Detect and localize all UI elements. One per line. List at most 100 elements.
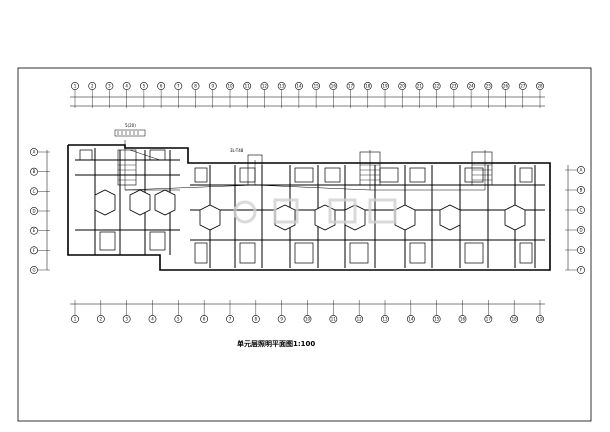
axis-left-bubble (30, 226, 38, 235)
axis-bottom-bubble-label: 17 (486, 317, 492, 322)
axis-top-bubble-label: 3 (108, 84, 111, 89)
axis-bottom-bubble-label: 4 (151, 317, 154, 322)
axis-top-bubble (381, 82, 389, 90)
axis-bottom-bubble (484, 315, 493, 323)
axis-bottom-bubble (96, 315, 105, 323)
axis-top-bubble-label: 13 (279, 84, 285, 89)
axis-bottom-bubble-label: 16 (460, 317, 466, 322)
axis-right-bubble (577, 246, 585, 254)
axis-top-bubble-label: 6 (160, 84, 163, 89)
axis-bottom-bubble-label: 3 (125, 317, 128, 322)
axis-bottom-bubble (174, 315, 183, 323)
axis-top-bubble (122, 82, 131, 90)
axis-right-bubble (577, 226, 585, 234)
axis-bottom-bubble (381, 315, 389, 323)
axis-right-bubble (577, 206, 585, 214)
axis-bottom-bubble (329, 315, 338, 323)
axis-top-bubble (449, 82, 458, 90)
axis-top-bubble-label: 5 (143, 84, 146, 89)
axis-bottom-bubble-label: 2 (100, 317, 103, 322)
axis-top-bubble (363, 82, 372, 90)
axis-left-bubble-label: E (33, 228, 36, 233)
axis-top-bubble (467, 82, 476, 90)
axis-bottom-bubble (277, 315, 286, 323)
axis-top-bubble-label: 19 (382, 84, 388, 89)
axis-top-bubble-label: 4 (125, 84, 128, 89)
axis-bottom-bubble (536, 315, 544, 323)
wiring-note: 3L-T48 (230, 148, 244, 153)
axis-top-bubble-label: 25 (486, 84, 492, 89)
drawing-frame (17, 67, 592, 422)
axis-top-bubble (398, 82, 407, 90)
axis-top-bubble (415, 82, 424, 90)
axis-top-bubble (312, 82, 321, 90)
axis-bottom-bubble (510, 315, 519, 323)
axis-right-bubble-label: D (579, 228, 582, 233)
axis-bottom-bubble (200, 315, 209, 323)
axis-top-bubble-label: 9 (212, 84, 215, 89)
axis-top-bubble (294, 82, 303, 90)
axis-top-bubble (139, 82, 148, 90)
axis-top-bubble-label: 10 (227, 84, 233, 89)
axis-top-bubble-label: 12 (262, 84, 268, 89)
axis-left-bubble-label: C (33, 189, 36, 194)
axis-left-bubble (30, 207, 38, 215)
axis-top-bubble (536, 82, 544, 90)
axis-bottom-bubble-label: 12 (357, 317, 363, 322)
axis-left-bubble (30, 187, 38, 196)
axis-bottom-bubble-label: 1 (74, 317, 77, 322)
drawing-title: 单元层照明平面图1:100 (237, 340, 316, 348)
axis-top-bubble-label: 26 (503, 84, 509, 89)
axis-left-bubble-label: F (33, 248, 36, 253)
axis-right-bubble-label: F (580, 268, 583, 273)
axis-top-bubble (157, 82, 166, 90)
axis-top-bubble-label: 20 (400, 84, 406, 89)
axis-top-bubble-label: 17 (348, 84, 354, 89)
axis-top-bubble (243, 82, 252, 90)
panel-note: 5(20) (125, 123, 136, 128)
axis-top-bubble (484, 82, 493, 90)
axis-bottom-bubble (251, 315, 260, 323)
axis-bottom-bubble (122, 315, 131, 323)
axis-bottom-bubble-label: 19 (537, 317, 543, 322)
axis-top-bubble-label: 23 (451, 84, 457, 89)
axis-top-bubble-label: 8 (194, 84, 197, 89)
axis-bottom-bubble (432, 315, 441, 323)
axis-bottom-bubble-label: 15 (434, 317, 440, 322)
top-dimension-line (70, 96, 545, 107)
axis-left-bubble-label: A (33, 150, 36, 155)
axis-bottom-bubble (406, 315, 415, 323)
axis-top-bubble (432, 82, 441, 90)
axis-top-bubble (208, 82, 217, 90)
axis-top-bubble (501, 82, 510, 90)
axis-top-bubble (346, 82, 355, 90)
axis-bottom-bubble-label: 6 (203, 317, 206, 322)
axis-left-bubble-label: B (33, 169, 36, 174)
watermark-logo (233, 198, 397, 224)
axis-right-bubble (577, 166, 585, 174)
axis-left-bubble (30, 148, 38, 156)
axis-top-bubble-label: 24 (469, 84, 475, 89)
axis-top-bubble (174, 82, 183, 90)
axis-right-bubble-label: C (580, 208, 583, 213)
axis-bottom-bubble-label: 10 (305, 317, 311, 322)
axis-top-bubble-label: 14 (296, 84, 302, 89)
axis-top-bubble-label: 18 (365, 84, 371, 89)
axis-right-bubble-label: B (580, 188, 583, 193)
axis-bottom-bubble (71, 315, 79, 323)
axis-left-bubble-label: D (32, 209, 35, 214)
axis-top-bubble (277, 82, 286, 90)
axis-top-bubble-label: 22 (434, 84, 440, 89)
axis-top-bubble (71, 82, 79, 90)
distribution-panel (114, 129, 146, 137)
axis-bottom-bubble (148, 315, 157, 323)
axis-top-bubble (105, 82, 114, 90)
axis-top-bubble (191, 82, 200, 90)
axis-left-bubble (30, 266, 38, 274)
axis-right-bubble (577, 266, 585, 274)
axis-top-bubble-label: 1 (74, 84, 77, 89)
axis-bottom-bubble-label: 11 (331, 317, 337, 322)
